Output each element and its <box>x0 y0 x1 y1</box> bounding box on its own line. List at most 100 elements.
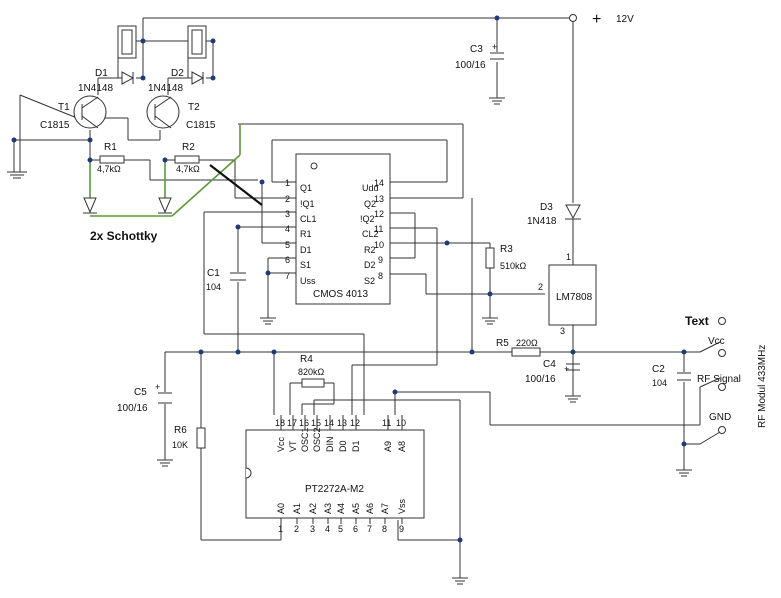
cmos-pin-number: 13 <box>374 194 384 204</box>
decoder-pin-label: A9 <box>383 441 393 452</box>
decoder-pin-label: A4 <box>336 503 346 514</box>
cmos-pin-number: 10 <box>374 240 384 250</box>
cmos-left-pins: Q1 !Q1 CL1 R1 D1 S1 Uss 1 2 3 4 5 6 7 <box>285 178 317 286</box>
decoder-pin-label: Vcc <box>276 436 286 452</box>
decoder-pin-number: 14 <box>324 418 334 428</box>
ground-icon <box>565 395 581 403</box>
regulator-pin-out: 3 <box>560 326 565 336</box>
schottky-diodes: 2x Schottky <box>83 197 172 243</box>
rf-vcc-label: Vcc <box>708 336 725 347</box>
c4-value: 100/16 <box>525 374 556 385</box>
decoder-pin-label: A2 <box>308 503 318 514</box>
c4-capacitor: + C4 100/16 <box>525 359 580 385</box>
cmos-pin-label: !Q1 <box>300 199 315 209</box>
decoder-pin-label: Vss <box>397 498 407 514</box>
ground-icon <box>452 577 468 585</box>
r6-resistor: R6 10K <box>172 425 206 450</box>
supply-plus-sign: + <box>592 11 601 28</box>
decoder-pin-label: D1 <box>351 440 361 452</box>
cmos-pin-label: R1 <box>300 229 312 239</box>
r2-value: 4,7kΩ <box>176 164 200 174</box>
d1-relay: D1 1N4148 <box>78 25 137 94</box>
regulator-pin-gnd: 2 <box>538 282 543 292</box>
r5-resistor: R5 220Ω <box>496 338 541 357</box>
r3-value: 510kΩ <box>500 261 527 271</box>
decoder-pin-label: A7 <box>380 503 390 514</box>
c1-value: 104 <box>206 282 221 292</box>
cmos-pin-number: 5 <box>285 240 290 250</box>
c5-ref: C5 <box>134 387 147 398</box>
decoder-pin-number: 6 <box>353 524 358 534</box>
ground-icon <box>676 469 692 477</box>
r6-value: 10K <box>172 440 188 450</box>
decoder-pin-number: 11 <box>382 418 391 428</box>
ground-icon <box>7 171 27 179</box>
supply-terminal: + 12V <box>569 11 634 28</box>
cmos-pin-number: 6 <box>285 255 290 265</box>
decoder-pin-number: 18 <box>275 418 285 428</box>
decoder-pin-number: 15 <box>311 418 321 428</box>
cmos-pin-label: R2 <box>364 245 376 255</box>
t1-part: C1815 <box>40 120 70 131</box>
t2-ref: T2 <box>188 102 200 113</box>
c3-capacitor: + C3 100/16 <box>455 42 504 71</box>
c3-value: 100/16 <box>455 60 486 71</box>
decoder-pin-number: 4 <box>325 524 330 534</box>
t1-transistor: T1 C1815 <box>40 95 107 131</box>
c5-capacitor: + C5 100/16 <box>117 382 172 414</box>
cmos-pin-label: Udd <box>362 183 379 193</box>
d3-ref: D3 <box>540 202 553 213</box>
cmos-pin-number: 11 <box>374 224 383 234</box>
rf-signal-label: RF Signal <box>697 374 741 385</box>
rf-gnd-label: GND <box>709 412 731 423</box>
decoder-pin-number: 13 <box>337 418 347 428</box>
rf-module-name: RF Modul 433MHz <box>757 345 768 428</box>
c2-value: 104 <box>652 378 667 388</box>
cmos-pin-label: Q1 <box>300 183 312 193</box>
c2-ref: C2 <box>652 364 665 375</box>
c5-value: 100/16 <box>117 403 148 414</box>
pt2272-decoder-chip: PT2272A-M2 18Vcc17VT16OSC115OSC214DIN13D… <box>245 415 425 534</box>
decoder-pin-number: 9 <box>399 524 404 534</box>
d1-ref: D1 <box>95 68 108 79</box>
r1-ref: R1 <box>104 142 117 153</box>
decoder-pin-number: 10 <box>396 418 406 428</box>
decoder-pin-number: 2 <box>294 524 299 534</box>
d3-diode: D3 1N418 <box>527 202 581 227</box>
decoder-pin-label: A6 <box>365 503 375 514</box>
cmos-pin-label: Uss <box>300 276 316 286</box>
schottky-label: 2x Schottky <box>90 229 158 243</box>
cmos-pin-number: 3 <box>285 209 290 219</box>
cmos-pin-number: 2 <box>285 194 290 204</box>
d2-part: 1N4148 <box>148 83 183 94</box>
r3-ref: R3 <box>500 244 513 255</box>
cmos-4013-chip: CMOS 4013 Q1 !Q1 CL1 R1 D1 S1 Uss 1 2 3 … <box>285 153 391 305</box>
r2-resistor: R2 4,7kΩ <box>174 142 200 174</box>
t2-transistor: T2 C1815 <box>146 95 216 131</box>
r6-ref: R6 <box>174 425 187 436</box>
t1-ref: T1 <box>58 102 70 113</box>
rf-module-title: Text <box>685 314 709 328</box>
r4-value: 820kΩ <box>298 367 325 377</box>
cmos-pin-label: CL2 <box>362 229 379 239</box>
ground-symbols <box>7 97 692 585</box>
c4-ref: C4 <box>543 359 556 370</box>
d2-relay: D2 1N4148 <box>148 25 207 94</box>
c3-ref: C3 <box>470 44 483 55</box>
cmos-pin-number: 12 <box>374 209 384 219</box>
c1-capacitor: C1 104 <box>206 268 246 292</box>
r3-resistor: R3 510kΩ <box>485 244 527 271</box>
decoder-pin-label: D0 <box>338 440 348 452</box>
d3-part: 1N418 <box>527 216 557 227</box>
decoder-pin-label: A8 <box>397 441 407 452</box>
c1-ref: C1 <box>207 268 220 279</box>
wires <box>13 17 721 578</box>
decoder-pin-label: DIN <box>325 437 335 453</box>
decoder-pin-number: 7 <box>367 524 372 534</box>
cmos-pin-number: 4 <box>285 224 290 234</box>
cmos-pin-number: 9 <box>378 255 383 265</box>
decoder-pin-number: 17 <box>287 418 297 428</box>
cmos-pin-number: 14 <box>374 178 384 188</box>
ground-icon <box>260 317 276 325</box>
